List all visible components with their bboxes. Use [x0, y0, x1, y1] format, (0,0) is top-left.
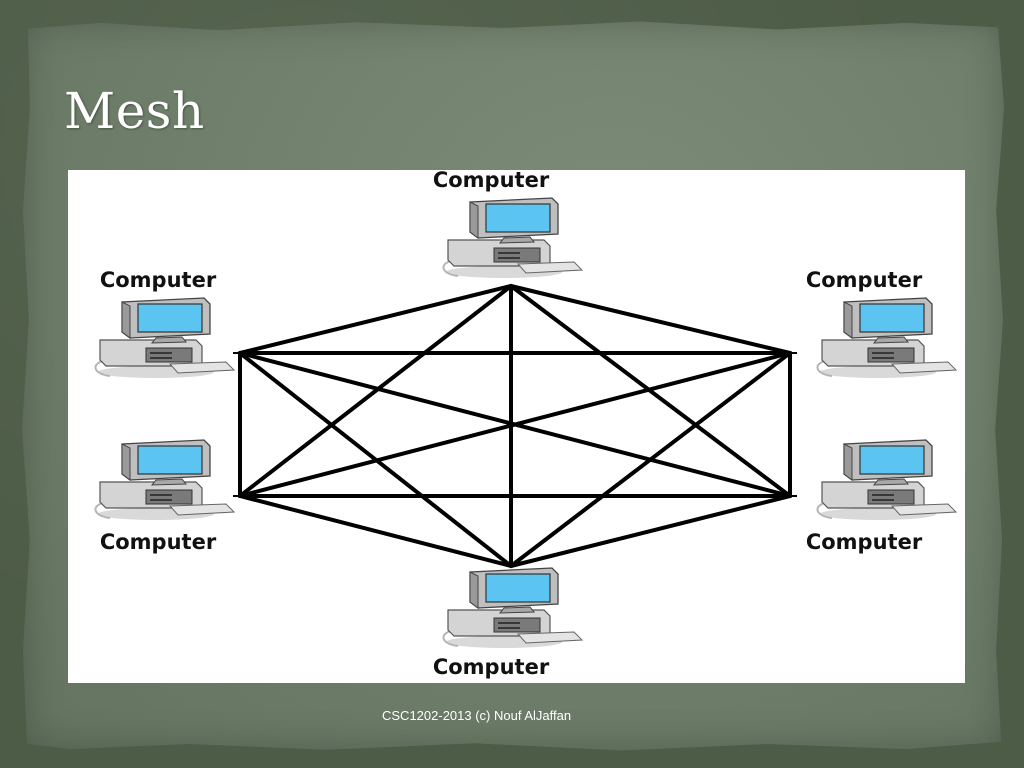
computer-label-lower-left: Computer: [100, 530, 217, 554]
monitor-side: [469, 571, 479, 609]
monitor-screen: [859, 303, 925, 333]
system-unit-front: [493, 617, 541, 633]
monitor-screen: [859, 445, 925, 475]
mesh-connections: [233, 284, 797, 568]
mesh-link-top-to-upper-right: [509, 284, 792, 355]
monitor-stand: [498, 236, 536, 244]
slide-footer: CSC1202-2013 (c) Nouf AlJaffan: [382, 708, 572, 723]
mesh-link-lower-left-to-bottom: [238, 494, 513, 568]
computer-label-lower-right: Computer: [806, 530, 923, 554]
monitor-stand: [150, 336, 188, 344]
system-unit-front: [867, 347, 915, 363]
computer-icon: [94, 439, 236, 520]
computer-icon: [442, 197, 584, 278]
monitor-stand: [872, 336, 910, 344]
keyboard: [168, 503, 236, 516]
keyboard: [890, 361, 958, 374]
system-unit-front: [145, 347, 193, 363]
keyboard: [168, 361, 236, 374]
computer-label-bottom: Computer: [433, 655, 550, 679]
computer-label-top: Computer: [433, 170, 550, 192]
monitor-side: [843, 443, 853, 481]
system-unit-front: [145, 489, 193, 505]
monitor-stand: [872, 478, 910, 486]
slide-title: Mesh: [64, 82, 205, 140]
keyboard: [516, 261, 584, 274]
keyboard: [890, 503, 958, 516]
monitor-side: [121, 301, 131, 339]
monitor-stand: [150, 478, 188, 486]
system-unit-front: [493, 247, 541, 263]
mesh-link-upper-right-to-lower-left: [238, 351, 792, 498]
monitor-side: [121, 443, 131, 481]
monitor-screen: [485, 573, 551, 603]
computer-icon: [816, 439, 958, 520]
computer-label-upper-left: Computer: [100, 268, 217, 292]
computer-label-upper-right: Computer: [806, 268, 923, 292]
monitor-screen: [137, 445, 203, 475]
mesh-link-top-to-upper-left: [238, 284, 513, 355]
system-unit-front: [867, 489, 915, 505]
keyboard: [516, 631, 584, 644]
mesh-link-lower-right-to-bottom: [509, 494, 792, 568]
monitor-screen: [485, 203, 551, 233]
computer-icon: [94, 297, 236, 378]
computer-icon: [816, 297, 958, 378]
computer-icon: [442, 567, 584, 648]
monitor-side: [843, 301, 853, 339]
monitor-stand: [498, 606, 536, 614]
monitor-side: [469, 201, 479, 239]
mesh-link-top-to-lower-left: [238, 284, 513, 498]
monitor-screen: [137, 303, 203, 333]
mesh-link-upper-right-to-bottom: [509, 351, 792, 568]
